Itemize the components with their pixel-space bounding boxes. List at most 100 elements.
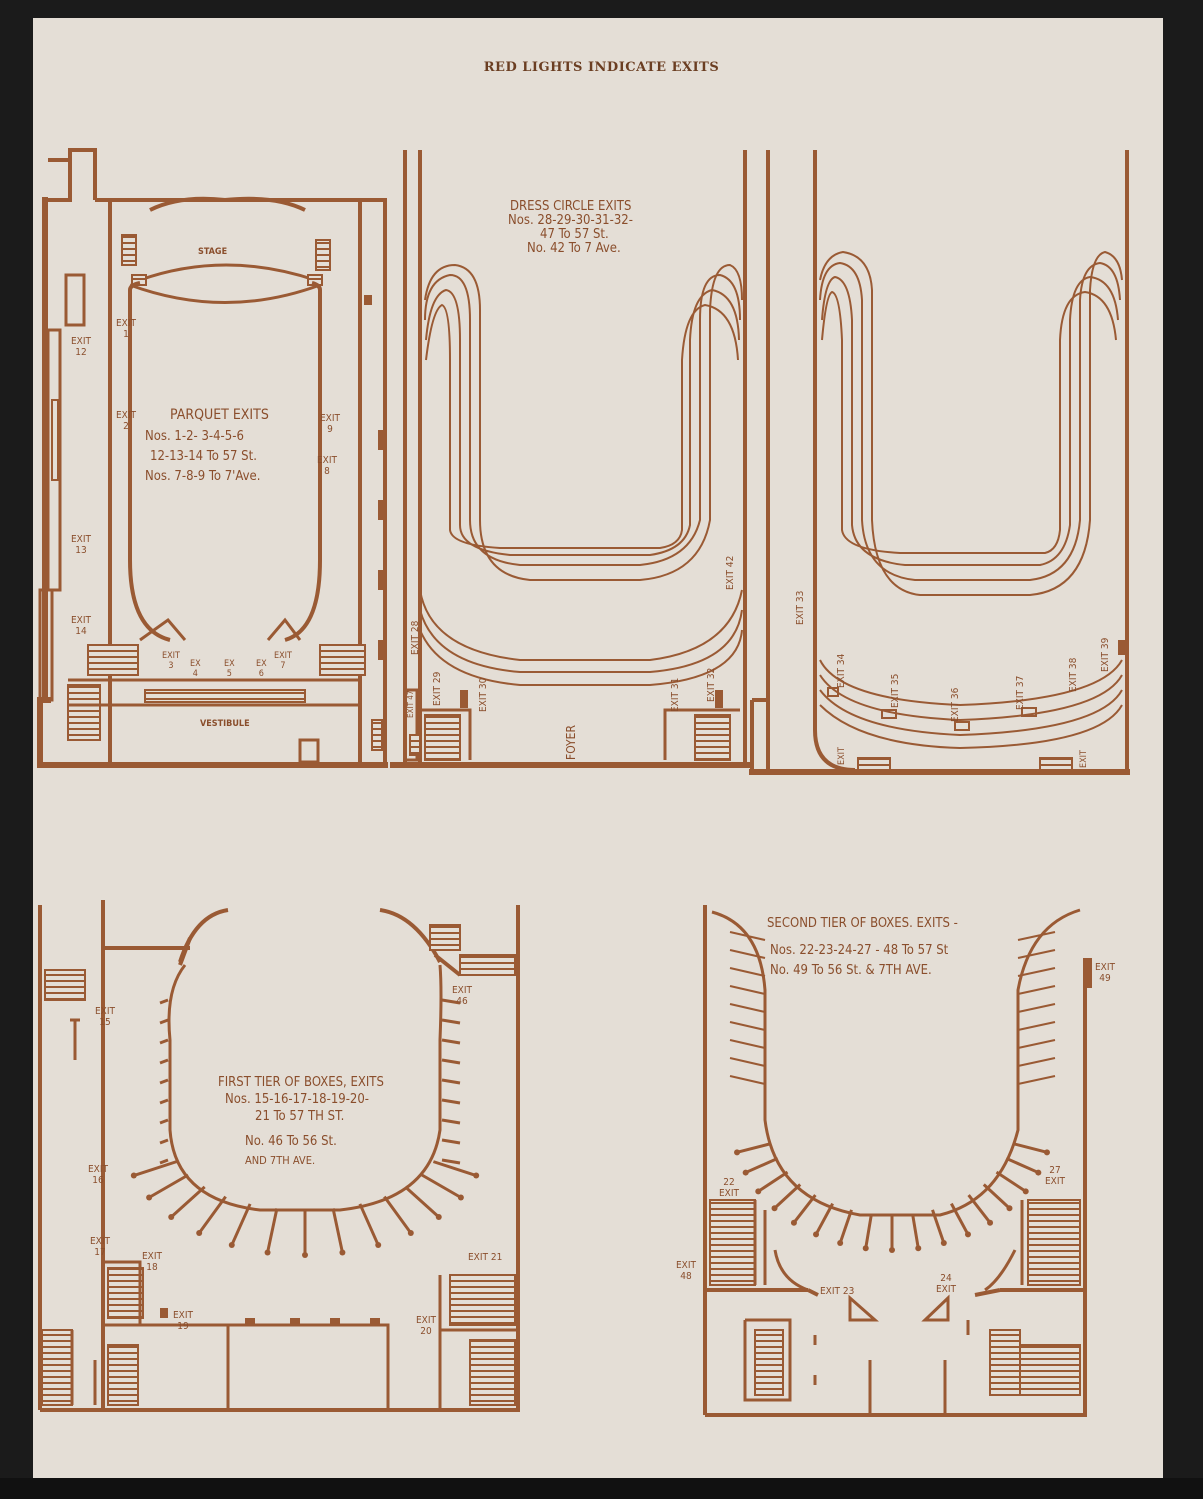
box-partition — [864, 1213, 873, 1249]
first-tier-exit-17: EXIT 17 — [90, 1236, 110, 1258]
box-partition — [982, 1183, 1011, 1210]
first-tier-exit-21: EXIT 21 — [468, 1252, 503, 1263]
box-partition — [159, 1018, 169, 1025]
box-partition-end — [915, 1245, 922, 1252]
box-partition — [159, 1058, 169, 1065]
box-partition — [441, 1018, 461, 1025]
second-tier-line-2: Nos. 22-23-24-27 - 48 To 57 St — [770, 943, 949, 958]
box-partition — [729, 949, 766, 959]
parquet-exit-6: EX 6 — [256, 659, 267, 679]
box-partition-end — [837, 1239, 844, 1246]
balcony-exit-38: EXIT 38 — [1068, 657, 1079, 692]
box-partition — [729, 967, 766, 977]
box-partition — [950, 1202, 970, 1236]
box-partition — [197, 1195, 227, 1234]
dress-exit-42: EXIT 42 — [725, 555, 736, 590]
box-partition-end — [813, 1231, 820, 1238]
box-partition-end — [168, 1213, 175, 1220]
balcony-exit-37: EXIT 37 — [1015, 675, 1026, 710]
vestibule-label: VESTIBULE — [200, 719, 250, 729]
box-partition-end — [375, 1242, 382, 1249]
box-partition — [159, 1098, 169, 1105]
parquet-exit-5: EX 5 — [224, 659, 235, 679]
box-partition — [995, 1170, 1027, 1193]
foyer-label: FOYER — [564, 725, 578, 760]
parquet-exit-14: EXIT 14 — [71, 615, 91, 637]
dress-circle-title: DRESS CIRCLE EXITS — [510, 199, 632, 214]
box-partition — [170, 1185, 206, 1219]
box-partition — [1017, 1075, 1056, 1085]
box-partition — [266, 1208, 279, 1253]
box-partition — [1017, 1039, 1056, 1049]
parquet-exits-line-3: Nos. 7-8-9 To 7'Ave. — [145, 469, 261, 484]
balcony-exit-34: EXIT 34 — [836, 653, 847, 688]
box-partition — [911, 1213, 920, 1249]
box-partition-end — [862, 1245, 869, 1252]
box-partition — [1017, 1021, 1056, 1031]
box-partition — [404, 1185, 440, 1219]
parquet-exits-line-2: 12-13-14 To 57 St. — [150, 449, 257, 464]
first-tier-box-partitions — [130, 998, 480, 1258]
second-tier-title: SECOND TIER OF BOXES. EXITS - — [767, 916, 958, 931]
stage-label: STAGE — [198, 247, 228, 257]
box-partition — [757, 1170, 789, 1193]
first-tier-title: FIRST TIER OF BOXES, EXITS — [218, 1075, 384, 1090]
box-partition — [441, 998, 461, 1005]
box-partition-end — [742, 1169, 749, 1176]
parquet-exit-9: EXIT 9 — [320, 413, 340, 435]
box-partition — [441, 1158, 461, 1165]
balcony-plan — [749, 150, 1130, 775]
box-partition — [159, 1138, 169, 1145]
box-partition — [159, 1078, 169, 1085]
box-partition — [1017, 1057, 1056, 1067]
box-partition — [331, 1208, 344, 1253]
dress-circle-plan — [390, 150, 753, 768]
box-partition — [1012, 1142, 1048, 1154]
box-partition — [1017, 949, 1056, 959]
box-partition-end — [755, 1188, 762, 1195]
box-partition — [441, 1078, 461, 1085]
balcony-exit-39: EXIT 39 — [1100, 637, 1111, 672]
box-partition — [441, 1098, 461, 1105]
balcony-exit-left: EXIT — [837, 747, 847, 765]
parquet-exit-1: EXIT 1 — [116, 318, 136, 340]
box-partition — [1017, 931, 1056, 941]
box-partition-end — [734, 1149, 741, 1156]
box-partition — [729, 931, 766, 941]
parquet-exits-title: PARQUET EXITS — [170, 407, 269, 423]
box-partition — [736, 1142, 772, 1154]
balcony-exit-36: EXIT 36 — [950, 687, 961, 722]
box-partition-end — [196, 1230, 203, 1237]
parquet-exit-8: EXIT 8 — [317, 455, 337, 477]
box-partition — [383, 1195, 413, 1234]
box-partition — [729, 1057, 766, 1067]
page-header: RED LIGHTS INDICATE EXITS — [483, 60, 720, 75]
box-partition — [745, 1157, 779, 1174]
box-partition-end — [1043, 1149, 1050, 1156]
parquet-exit-7: EXIT 7 — [274, 651, 292, 671]
dress-circle-line-2: Nos. 28-29-30-31-32- — [508, 213, 633, 228]
parquet-exits-line-1: Nos. 1-2- 3-4-5-6 — [145, 429, 244, 444]
first-tier-line-3: 21 To 57 TH ST. — [255, 1109, 345, 1124]
box-partition — [729, 1075, 766, 1085]
box-partition-end — [790, 1219, 797, 1226]
box-partition-end — [457, 1194, 464, 1201]
parquet-exit-4: EX 4 — [190, 659, 201, 679]
box-partition — [441, 1038, 461, 1045]
box-partition — [159, 1118, 169, 1125]
dress-circle-line-3: 47 To 57 St. — [540, 227, 609, 242]
second-tier-exit-22: 22 EXIT — [719, 1177, 739, 1199]
first-tier-exit-20: EXIT 20 — [416, 1315, 436, 1337]
second-tier-exit-49: EXIT 49 — [1095, 962, 1115, 984]
dress-exit-30: EXIT 30 — [478, 677, 489, 712]
box-partition-end — [889, 1247, 895, 1253]
box-partition — [358, 1203, 380, 1246]
box-partition — [729, 985, 766, 995]
box-partition-end — [228, 1242, 235, 1249]
box-partition — [148, 1173, 189, 1199]
box-partition-end — [302, 1252, 308, 1258]
dress-exit-28: EXIT 28 — [410, 620, 421, 655]
scan-edge-strip — [0, 1478, 1203, 1499]
box-partition-end — [1022, 1188, 1029, 1195]
first-tier-exit-19: EXIT 19 — [173, 1310, 193, 1332]
